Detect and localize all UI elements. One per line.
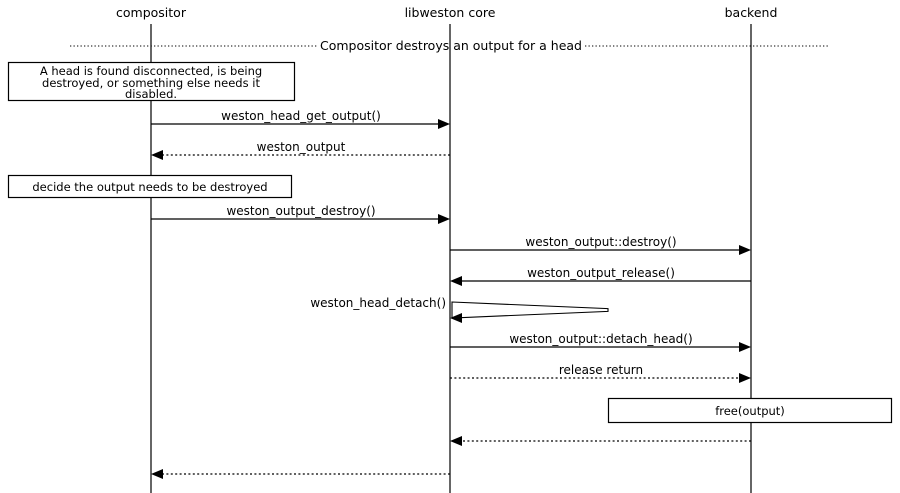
- note-head-disconnected-line-1: A head is found disconnected, is being: [40, 64, 262, 78]
- message-label-weston-output-destroy: weston_output_destroy(): [226, 204, 375, 218]
- message-weston-head-get-output: weston_head_get_output(): [151, 109, 450, 129]
- message-weston-output-destroy: weston_output_destroy(): [151, 204, 450, 224]
- message-backend-return: [450, 436, 751, 446]
- note-free-output-box: [607, 397, 893, 424]
- arrowhead-right-weston-output-destroy-vfunc: [739, 245, 751, 255]
- message-label-weston-output-release: weston_output_release(): [527, 266, 675, 280]
- note-free-output: free(output): [607, 397, 893, 424]
- arrowhead-left-weston-output-return: [151, 150, 163, 160]
- lifeline-label-backend: backend: [725, 5, 778, 20]
- message-selfloop-weston-head-detach: [451, 301, 609, 319]
- lifeline-label-compositor: compositor: [116, 5, 187, 20]
- note-decide-destroy-line-1: decide the output needs to be destroyed: [32, 180, 267, 194]
- note-free-output-line-1: free(output): [715, 404, 785, 418]
- arrowhead-right-release-return: [739, 373, 751, 383]
- arrowhead-left-weston-head-detach: [450, 313, 462, 323]
- message-weston-output-release: weston_output_release(): [450, 266, 751, 286]
- note-decide-destroy-box: [7, 174, 293, 199]
- message-weston-output-destroy-vfunc: weston_output::destroy(): [450, 235, 751, 255]
- message-label-weston-head-get-output: weston_head_get_output(): [221, 109, 381, 123]
- note-head-disconnected-box: [7, 61, 296, 102]
- arrowhead-left-libweston-return: [151, 469, 163, 479]
- note-decide-destroy: decide the output needs to be destroyed: [7, 174, 293, 199]
- message-weston-output-detach-head: weston_output::detach_head(): [450, 332, 751, 352]
- message-release-return: release return: [450, 363, 751, 383]
- message-label-weston-output-destroy-vfunc: weston_output::destroy(): [525, 235, 676, 249]
- arrowhead-right-weston-output-destroy: [438, 214, 450, 224]
- arrowhead-right-weston-output-detach-head: [739, 342, 751, 352]
- message-weston-head-detach: weston_head_detach(): [310, 296, 609, 323]
- message-weston-output-return: weston_output: [151, 140, 450, 160]
- arrowhead-left-backend-return: [450, 436, 462, 446]
- note-head-disconnected: A head is found disconnected, is being d…: [7, 61, 296, 102]
- message-label-weston-output-detach-head: weston_output::detach_head(): [509, 332, 692, 346]
- arrowhead-right-weston-head-get-output: [438, 119, 450, 129]
- arrowhead-left-weston-output-release: [450, 276, 462, 286]
- lifeline-label-libweston-core: libweston core: [405, 5, 496, 20]
- scenario-divider: Compositor destroys an output for a head: [70, 38, 830, 53]
- message-label-release-return: release return: [559, 363, 643, 377]
- message-label-weston-output-return: weston_output: [257, 140, 346, 154]
- note-head-disconnected-line-3: disabled.: [125, 87, 177, 101]
- note-head-disconnected-line-2: destroyed, or something else needs it: [42, 76, 260, 90]
- message-libweston-return: [151, 469, 450, 479]
- lifeline-headers: compositor libweston core backend: [116, 5, 777, 20]
- scenario-title: Compositor destroys an output for a head: [320, 38, 582, 53]
- message-label-weston-head-detach: weston_head_detach(): [310, 296, 446, 310]
